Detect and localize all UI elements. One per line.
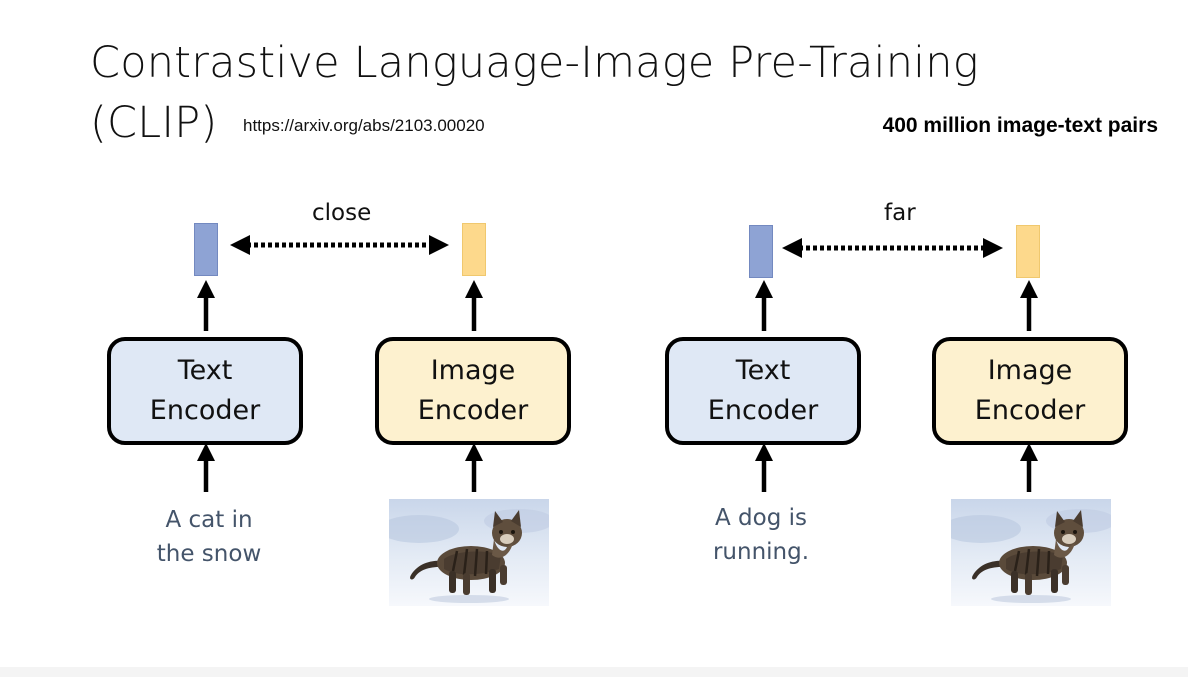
caption-line-2: running. bbox=[712, 539, 810, 565]
image-encoder-label-1: Image bbox=[430, 355, 516, 386]
title-line-1: Contrastive Language-Image Pre-Training bbox=[90, 38, 979, 88]
image-embedding-left bbox=[462, 223, 486, 276]
image-embedding-right bbox=[1016, 225, 1040, 278]
image-encoder-left: Image Encoder bbox=[375, 337, 571, 445]
caption-line-2: the snow bbox=[156, 541, 262, 567]
caption-line-1: A dog is bbox=[715, 505, 807, 531]
footer-band bbox=[0, 667, 1188, 677]
text-caption-left: A cat in the snow bbox=[129, 503, 289, 571]
dataset-size-note: 400 million image-text pairs bbox=[882, 114, 1158, 137]
text-encoder-label-1: Text bbox=[177, 355, 233, 386]
image-encoder-right: Image Encoder bbox=[932, 337, 1128, 445]
text-embedding-right bbox=[749, 225, 773, 278]
cat-photo-right bbox=[951, 499, 1111, 606]
text-encoder-label-2: Encoder bbox=[707, 395, 819, 426]
text-encoder-label-1: Text bbox=[735, 355, 791, 386]
relation-label-close: close bbox=[312, 200, 372, 226]
text-encoder-left: Text Encoder bbox=[107, 337, 303, 445]
text-caption-right: A dog is running. bbox=[681, 501, 841, 569]
text-encoder-right: Text Encoder bbox=[665, 337, 861, 445]
title-line-2: (CLIP) bbox=[90, 98, 218, 148]
image-encoder-label-2: Encoder bbox=[974, 395, 1086, 426]
relation-label-far: far bbox=[884, 200, 916, 226]
text-encoder-label-2: Encoder bbox=[149, 395, 261, 426]
caption-line-1: A cat in bbox=[165, 507, 253, 533]
image-encoder-label-1: Image bbox=[987, 355, 1073, 386]
image-encoder-label-2: Encoder bbox=[417, 395, 529, 426]
paper-url: https://arxiv.org/abs/2103.00020 bbox=[243, 116, 485, 135]
cat-photo-left bbox=[389, 499, 549, 606]
text-embedding-left bbox=[194, 223, 218, 276]
